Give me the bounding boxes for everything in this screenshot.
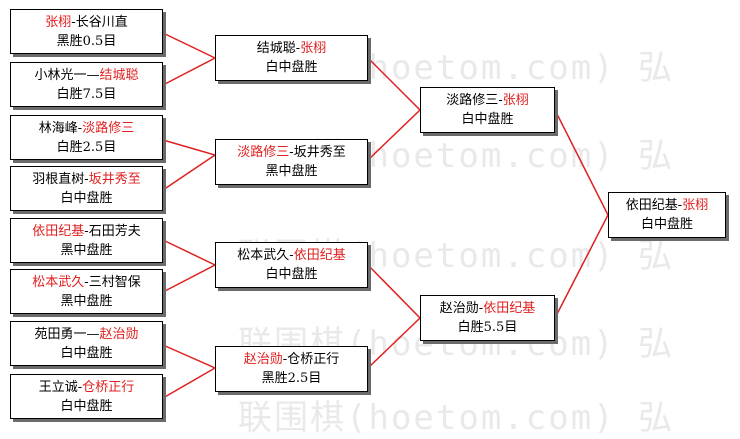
match-box: 张栩-长谷川直 黑胜0.5目 bbox=[10, 9, 163, 54]
bracket-connector bbox=[162, 32, 217, 86]
match-result: 白中盘胜 bbox=[265, 60, 318, 75]
match-box: 王立诚-仓桥正行 白中盘胜 bbox=[10, 374, 163, 419]
match-players: 淡路修三-张栩 bbox=[446, 93, 529, 108]
match-loser: 依田纪基 bbox=[625, 198, 678, 213]
match-result: 白中盘胜 bbox=[60, 191, 113, 206]
match-result: 黑胜0.5目 bbox=[56, 34, 117, 49]
match-result: 白胜5.5目 bbox=[457, 320, 518, 335]
match-box: 依田纪基-石田芳夫 黑中盘胜 bbox=[10, 218, 163, 263]
match-loser: 三村智保 bbox=[88, 275, 141, 290]
match-players: 松本武久-三村智保 bbox=[32, 275, 141, 290]
match-loser: 长谷川直 bbox=[75, 15, 128, 30]
match-loser: 结城聪 bbox=[256, 41, 296, 56]
match-players: 依田纪基-石田芳夫 bbox=[32, 224, 141, 239]
match-box: 淡路修三-坂井秀至 黑中盘胜 bbox=[215, 139, 368, 185]
match-box: 松本武久-三村智保 黑中盘胜 bbox=[10, 269, 163, 314]
match-loser: 王立诚 bbox=[38, 380, 78, 395]
match-winner: 依田纪基 bbox=[32, 224, 85, 239]
match-winner: 赵治勋 bbox=[243, 352, 283, 367]
bracket-connector bbox=[162, 344, 217, 399]
match-loser: 仓桥正行 bbox=[287, 352, 340, 367]
match-loser: 林海峰 bbox=[38, 121, 78, 136]
match-winner: 张栩 bbox=[300, 41, 327, 56]
match-winner: 结城聪 bbox=[99, 68, 139, 83]
match-players: 依田纪基-张栩 bbox=[625, 198, 709, 213]
match-box: 赵治勋-依田纪基 白胜5.5目 bbox=[420, 295, 555, 341]
match-loser: 小林光一 bbox=[34, 68, 87, 83]
match-winner: 依田纪基 bbox=[293, 248, 346, 263]
match-box: 苑田勇一—赵治勋 白中盘胜 bbox=[10, 321, 163, 366]
match-result: 白中盘胜 bbox=[265, 267, 318, 282]
match-winner: 松本武久 bbox=[32, 275, 85, 290]
match-loser: 石田芳夫 bbox=[88, 224, 141, 239]
bracket-connector bbox=[162, 139, 217, 191]
match-players: 王立诚-仓桥正行 bbox=[38, 380, 135, 395]
match-winner: 赵治勋 bbox=[99, 327, 139, 342]
match-result: 黑胜2.5目 bbox=[261, 371, 322, 386]
match-players: 结城聪-张栩 bbox=[256, 41, 327, 56]
match-box: 赵治勋-仓桥正行 黑胜2.5目 bbox=[215, 346, 368, 392]
match-loser: 坂井秀至 bbox=[293, 145, 346, 160]
match-players: 松本武久-依田纪基 bbox=[237, 248, 346, 263]
match-players: 苑田勇一—赵治勋 bbox=[34, 327, 139, 342]
match-winner: 张栩 bbox=[45, 15, 72, 30]
match-winner: 张栩 bbox=[502, 93, 529, 108]
match-winner: 依田纪基 bbox=[483, 301, 536, 316]
match-winner: 淡路修三 bbox=[237, 145, 290, 160]
match-result: 白胜7.5目 bbox=[56, 87, 117, 102]
match-players: 张栩-长谷川直 bbox=[45, 15, 128, 30]
match-loser: 淡路修三 bbox=[446, 93, 499, 108]
match-result: 白中盘胜 bbox=[461, 112, 514, 127]
match-loser: 松本武久 bbox=[237, 248, 290, 263]
match-result: 黑中盘胜 bbox=[60, 294, 113, 309]
bracket-connector bbox=[367, 264, 422, 369]
bracket-connector bbox=[554, 109, 609, 319]
match-players: 小林光一—结城聪 bbox=[34, 68, 139, 83]
bracket-connector bbox=[162, 239, 217, 293]
match-players: 林海峰-淡路修三 bbox=[38, 121, 135, 136]
match-box: 小林光一—结城聪 白胜7.5目 bbox=[10, 62, 163, 107]
match-result: 黑中盘胜 bbox=[60, 243, 113, 258]
tournament-bracket: 联围棋(hoetom.com) 弘 联围棋(hoetom.com) 弘 联围棋(… bbox=[10, 9, 726, 438]
match-box: 羽根直树-坂井秀至 白中盘胜 bbox=[10, 166, 163, 211]
match-players: 赵治勋-仓桥正行 bbox=[243, 352, 340, 367]
match-players: 羽根直树-坂井秀至 bbox=[32, 172, 141, 187]
match-result: 白中盘胜 bbox=[60, 346, 113, 361]
match-players: 淡路修三-坂井秀至 bbox=[237, 145, 346, 160]
match-box: 松本武久-依田纪基 白中盘胜 bbox=[215, 242, 368, 288]
match-loser: 羽根直树 bbox=[32, 172, 85, 187]
match-result: 黑中盘胜 bbox=[265, 164, 318, 179]
bracket-connector bbox=[367, 57, 422, 161]
match-result: 白胜2.5目 bbox=[56, 140, 117, 155]
match-loser: 赵治勋 bbox=[439, 301, 479, 316]
match-box: 结城聪-张栩 白中盘胜 bbox=[215, 35, 368, 81]
match-box: 淡路修三-张栩 白中盘胜 bbox=[420, 87, 555, 133]
match-result: 白中盘胜 bbox=[640, 217, 693, 232]
match-loser: 苑田勇一 bbox=[34, 327, 87, 342]
match-winner: 张栩 bbox=[682, 198, 709, 213]
match-result: 白中盘胜 bbox=[60, 399, 113, 414]
match-box: 林海峰-淡路修三 白胜2.5目 bbox=[10, 115, 163, 160]
final-match-box: 依田纪基-张栩 白中盘胜 bbox=[608, 192, 726, 238]
match-winner: 仓桥正行 bbox=[82, 380, 135, 395]
match-winner: 坂井秀至 bbox=[88, 172, 141, 187]
match-players: 赵治勋-依田纪基 bbox=[439, 301, 536, 316]
match-winner: 淡路修三 bbox=[82, 121, 135, 136]
